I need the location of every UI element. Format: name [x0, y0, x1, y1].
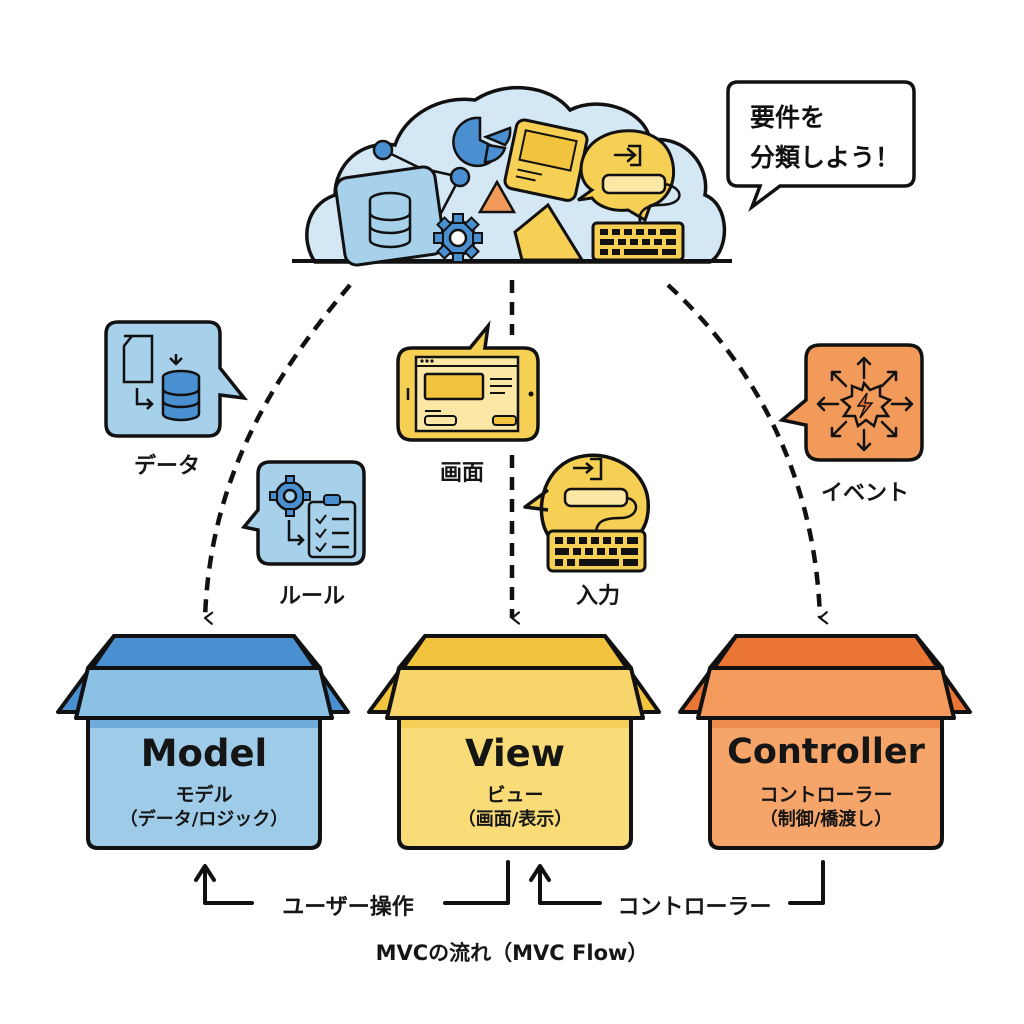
network-icon: [372, 139, 471, 216]
box-title-controller: Controller: [727, 732, 925, 772]
box-title-view: View: [465, 732, 565, 775]
flow-label-controller: コントローラー: [617, 895, 772, 920]
box-body: [708, 716, 944, 850]
requirements-cloud: [292, 86, 732, 267]
keyboard-icon: [591, 221, 685, 262]
box-flap-shadow: [712, 720, 940, 728]
flow-arrow-user-operation-left: [194, 864, 254, 905]
box-front-flap: [74, 666, 334, 720]
flow-caption: MVCの流れ（MVC Flow）: [375, 941, 649, 965]
box-title-model: Model: [140, 732, 268, 775]
box-front-flap: [385, 666, 645, 720]
box-kana-view: ビュー: [486, 784, 544, 806]
item-label-screen: 画面: [439, 461, 484, 486]
box-kana-controller: コントローラー: [759, 784, 893, 806]
gear-icon: [433, 213, 483, 263]
box-desc-model: （データ/ロジック）: [119, 809, 289, 830]
box-body: [397, 716, 633, 850]
item-label-data: データ: [133, 454, 200, 479]
speech-bubble-line-1: 要件を: [750, 103, 826, 132]
box-inner-back: [708, 634, 944, 670]
box-inner-back: [397, 634, 633, 670]
flow-arrows: [194, 860, 825, 905]
box-desc-view: （画面/表示）: [457, 809, 573, 830]
database-icon: [334, 165, 446, 267]
box-inner-back: [86, 634, 322, 670]
box-body: [86, 716, 322, 850]
dashed-arrow-to-model: [202, 283, 352, 625]
event-burst-icon: [778, 343, 924, 462]
item-label-input: 入力: [575, 584, 620, 609]
item-label-event: イベント: [820, 481, 909, 506]
box-model: [56, 634, 350, 850]
box-view: [367, 634, 661, 850]
pie-chart-icon: [452, 116, 512, 168]
flow-arrow-user-operation-right: [443, 860, 510, 905]
box-kana-model: モデル: [175, 784, 233, 806]
box-flap-shadow: [90, 720, 318, 728]
dashed-arrow-to-controller: [666, 283, 829, 625]
box-front-flap: [696, 666, 956, 720]
rules-checklist-icon: [240, 460, 366, 566]
speech-bubble: [726, 80, 916, 213]
tablet-screen-icon: [396, 320, 540, 442]
input-icon: [577, 129, 681, 223]
flow-arrow-controller-left: [529, 864, 602, 905]
flow-arrow-controller-right: [788, 860, 825, 905]
box-flap-shadow: [401, 720, 629, 728]
item-label-rule: ルール: [278, 584, 345, 609]
tablet-icon: [503, 118, 589, 202]
speech-bubble-text: 要件を 分類しよう！: [750, 98, 900, 178]
flow-label-user-operation: ユーザー操作: [282, 895, 414, 920]
box-desc-controller: （制御/橋渡し）: [759, 809, 893, 830]
speech-bubble-line-2: 分類しよう！: [750, 143, 901, 172]
keyboard-input-icon: [523, 453, 650, 573]
data-transfer-icon: [104, 320, 249, 438]
box-controller: [678, 634, 972, 850]
triangle-icon: [477, 179, 517, 214]
kite-shape-icon: [513, 202, 585, 262]
